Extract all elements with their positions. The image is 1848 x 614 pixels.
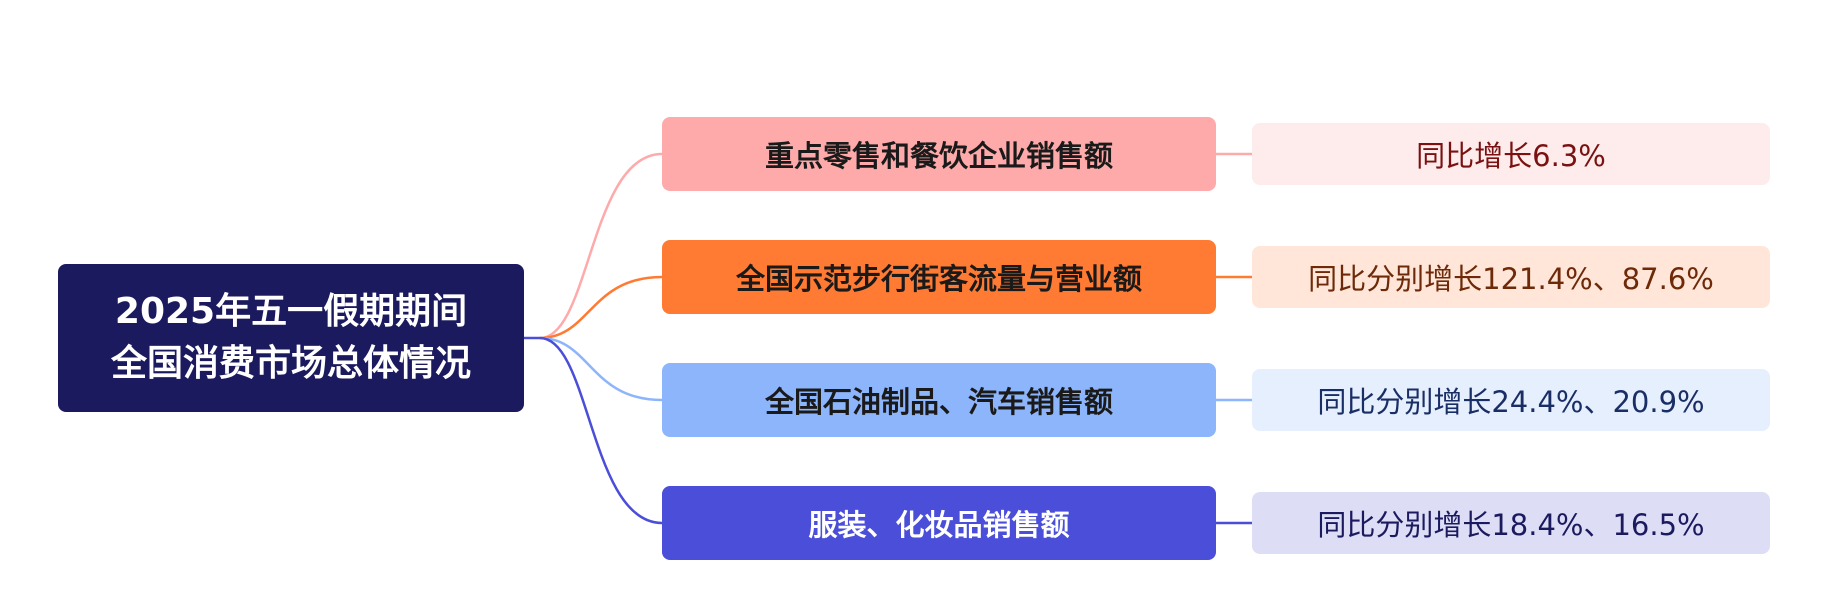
leaf-node-retail-dining-growth: 同比增长6.3% — [1252, 123, 1770, 185]
connector-branch-3 — [539, 336, 663, 402]
root-node: 2025年五一假期期间 全国消费市场总体情况 — [58, 264, 524, 412]
branch-label: 重点零售和餐饮企业销售额 — [764, 139, 1113, 173]
leaf-node-apparel-cosmetics-growth: 同比分别增长18.4%、16.5% — [1252, 492, 1770, 554]
connector-branch-2 — [539, 275, 663, 340]
root-title-line1: 2025年五一假期期间 — [114, 291, 468, 332]
leaf-value: 同比分别增长18.4%、16.5% — [1317, 508, 1705, 542]
branch-node-apparel-cosmetics: 服装、化妆品销售额 — [662, 486, 1216, 560]
branch-node-pedestrian-street: 全国示范步行街客流量与营业额 — [662, 240, 1216, 314]
leaf-value: 同比分别增长121.4%、87.6% — [1308, 262, 1714, 296]
leaf-value: 同比分别增长24.4%、20.9% — [1317, 385, 1705, 419]
leaf-node-petroleum-auto-growth: 同比分别增长24.4%、20.9% — [1252, 369, 1770, 431]
branch-label: 全国石油制品、汽车销售额 — [764, 385, 1113, 419]
root-title-line2: 全国消费市场总体情况 — [110, 343, 471, 384]
leaf-value: 同比增长6.3% — [1416, 139, 1606, 173]
branch-label: 全国示范步行街客流量与营业额 — [735, 262, 1142, 296]
leaf-node-pedestrian-street-growth: 同比分别增长121.4%、87.6% — [1252, 246, 1770, 308]
branch-label: 服装、化妆品销售额 — [808, 508, 1070, 542]
branch-node-petroleum-auto: 全国石油制品、汽车销售额 — [662, 363, 1216, 437]
connector-branch-4 — [539, 336, 663, 525]
connector-branch-1 — [539, 152, 663, 340]
branch-node-retail-dining: 重点零售和餐饮企业销售额 — [662, 117, 1216, 191]
